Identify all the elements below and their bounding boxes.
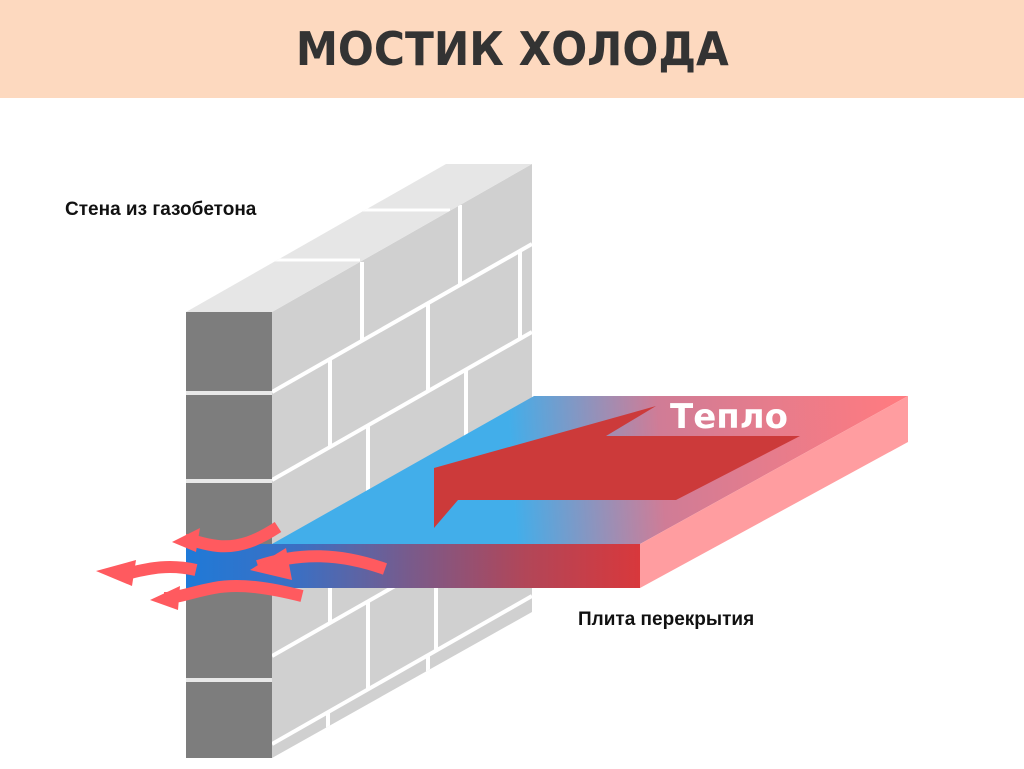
wall-top-face xyxy=(186,164,532,312)
title-banner: МОСТИК ХОЛОДА xyxy=(0,0,1024,98)
wall-label: Стена из газобетона xyxy=(65,199,257,220)
big-left-arrow-icon xyxy=(434,406,800,528)
page-title: МОСТИК ХОЛОДА xyxy=(295,22,729,76)
slab-label: Плита перекрытия xyxy=(578,609,755,630)
slab-end-face xyxy=(640,396,908,588)
heat-label: Тепло xyxy=(670,397,788,437)
wavy-left-arrows-icon xyxy=(96,521,388,610)
